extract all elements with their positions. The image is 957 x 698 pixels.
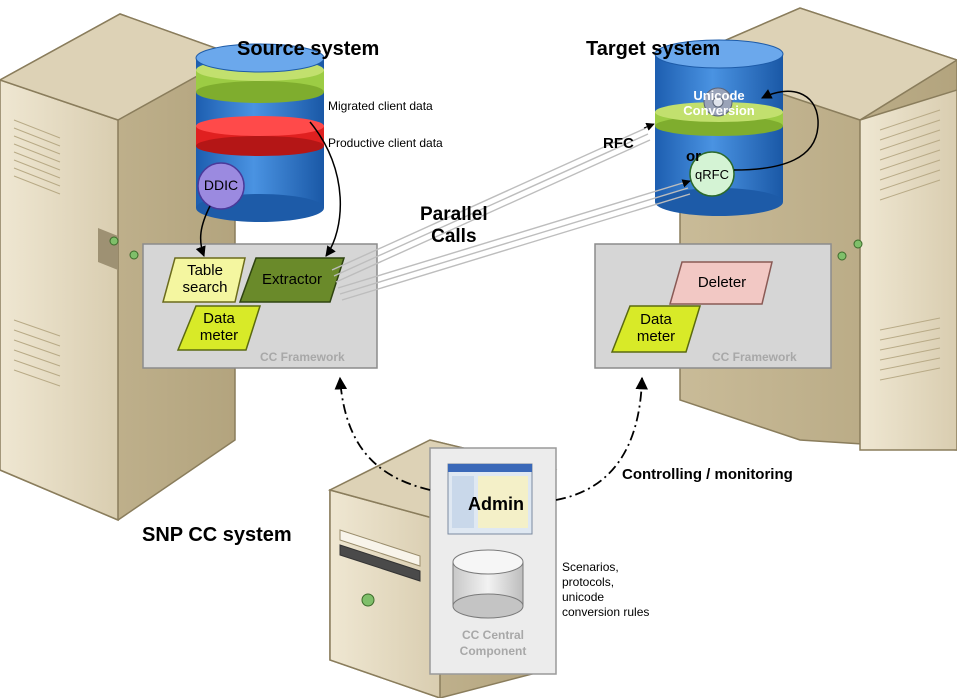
admin-screen-icon <box>447 463 533 535</box>
ddic-circle <box>197 162 245 210</box>
source-data-meter-box <box>176 305 262 351</box>
central-component-label: CC Central Component <box>459 628 527 658</box>
migrated-data-label: Migrated client data <box>328 99 433 113</box>
or-label: or <box>686 148 701 165</box>
parallel-call-lines <box>331 127 691 301</box>
source-framework-label: CC Framework <box>260 350 345 364</box>
target-framework-label: CC Framework <box>712 350 797 364</box>
target-database-icon <box>654 39 784 216</box>
central-database-icon <box>452 549 524 619</box>
central-notes-label: Scenarios, protocols, unicode conversion… <box>562 560 650 619</box>
source-system-title: Source system <box>237 38 380 60</box>
conversion-loop-arrow <box>733 89 819 171</box>
target-system-title: Target system <box>586 38 721 60</box>
table-search-box <box>162 257 246 303</box>
parallel-calls-label: Parallel Calls <box>420 204 488 247</box>
qrfc-arrow-head <box>681 179 691 188</box>
deleter-label: Deleter <box>697 274 747 291</box>
unicode-conversion-label: Unicode Conversion <box>683 88 755 118</box>
target-data-meter-box <box>610 305 702 353</box>
qrfc-circle <box>689 151 735 197</box>
rfc-arrow-head <box>643 122 655 131</box>
rfc-label: RFC <box>603 135 634 152</box>
source-server <box>0 13 237 522</box>
admin-label: Admin <box>468 494 524 514</box>
table-search-label: Table search <box>182 262 228 296</box>
control-arrow-target <box>555 376 648 501</box>
controlling-monitoring-label: Controlling / monitoring <box>622 466 793 483</box>
qrfc-label: qRFC <box>695 167 729 182</box>
productive-data-label: Productive client data <box>328 136 443 150</box>
ddic-label: DDIC <box>203 177 239 193</box>
target-data-meter-label: Data meter <box>636 311 676 345</box>
gear-icon <box>703 87 733 117</box>
deleter-box <box>669 261 773 305</box>
snp-cc-system-title: SNP CC system <box>142 524 292 546</box>
extractor-label: Extractor <box>261 271 322 288</box>
ddic-arrow <box>195 205 211 257</box>
extractor-box <box>238 257 346 303</box>
source-data-meter-label: Data meter <box>199 310 239 344</box>
extractor-arrow <box>309 121 342 257</box>
